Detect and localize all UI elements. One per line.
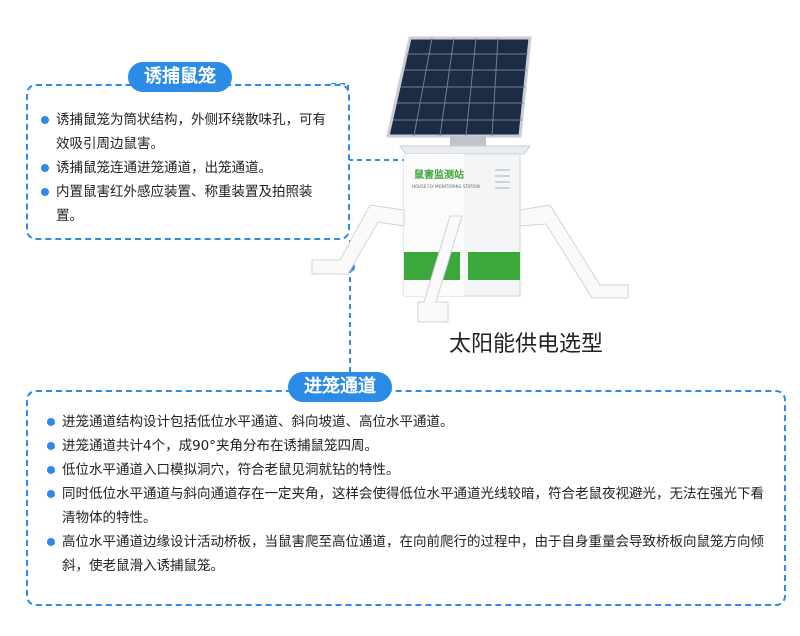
list-item: 诱捕鼠笼为筒状结构，外侧环绕散味孔，可有效吸引周边鼠害。 [38,108,338,156]
list-item: 进笼通道结构设计包括低位水平通道、斜向坡道、高位水平通道。 [44,410,768,434]
bottom-info-panel: 进笼通道结构设计包括低位水平通道、斜向坡道、高位水平通道。 进笼通道共计4个，成… [26,390,786,606]
list-item: 内置鼠害红外感应装置、称重装置及拍照装置。 [38,180,338,228]
list-item: 进笼通道共计4个，成90°夹角分布在诱捕鼠笼四周。 [44,434,768,458]
bottom-panel-title: 进笼通道 [288,372,392,402]
monitoring-station-illustration: 鼠害监测站 HOUSE FLY MONITORING STATION [311,36,629,323]
list-item: 低位水平通道入口模拟洞穴，符合老鼠见洞就钻的特性。 [44,458,768,482]
solar-panel [386,36,532,138]
bottom-feature-list: 进笼通道结构设计包括低位水平通道、斜向坡道、高位水平通道。 进笼通道共计4个，成… [44,410,768,578]
list-item: 诱捕鼠笼连通进笼通道，出笼通道。 [38,156,338,180]
top-info-panel: 诱捕鼠笼为筒状结构，外侧环绕散味孔，可有效吸引周边鼠害。 诱捕鼠笼连通进笼通道，… [26,84,350,240]
station-label: 鼠害监测站 [414,168,464,181]
station-sublabel: HOUSE FLY MONITORING STATION [412,184,480,189]
top-feature-list: 诱捕鼠笼为筒状结构，外侧环绕散味孔，可有效吸引周边鼠害。 诱捕鼠笼连通进笼通道，… [38,108,338,228]
list-item: 同时低位水平通道与斜向通道存在一定夹角，这样会使得低位水平通道光线较暗，符合老鼠… [44,482,768,530]
top-panel-title: 诱捕鼠笼 [128,62,232,92]
model-caption: 太阳能供电选型 [449,332,604,357]
list-item: 高位水平通道边缘设计活动桥板，当鼠害爬至高位通道，在向前爬行的过程中，由于自身重… [44,530,768,578]
